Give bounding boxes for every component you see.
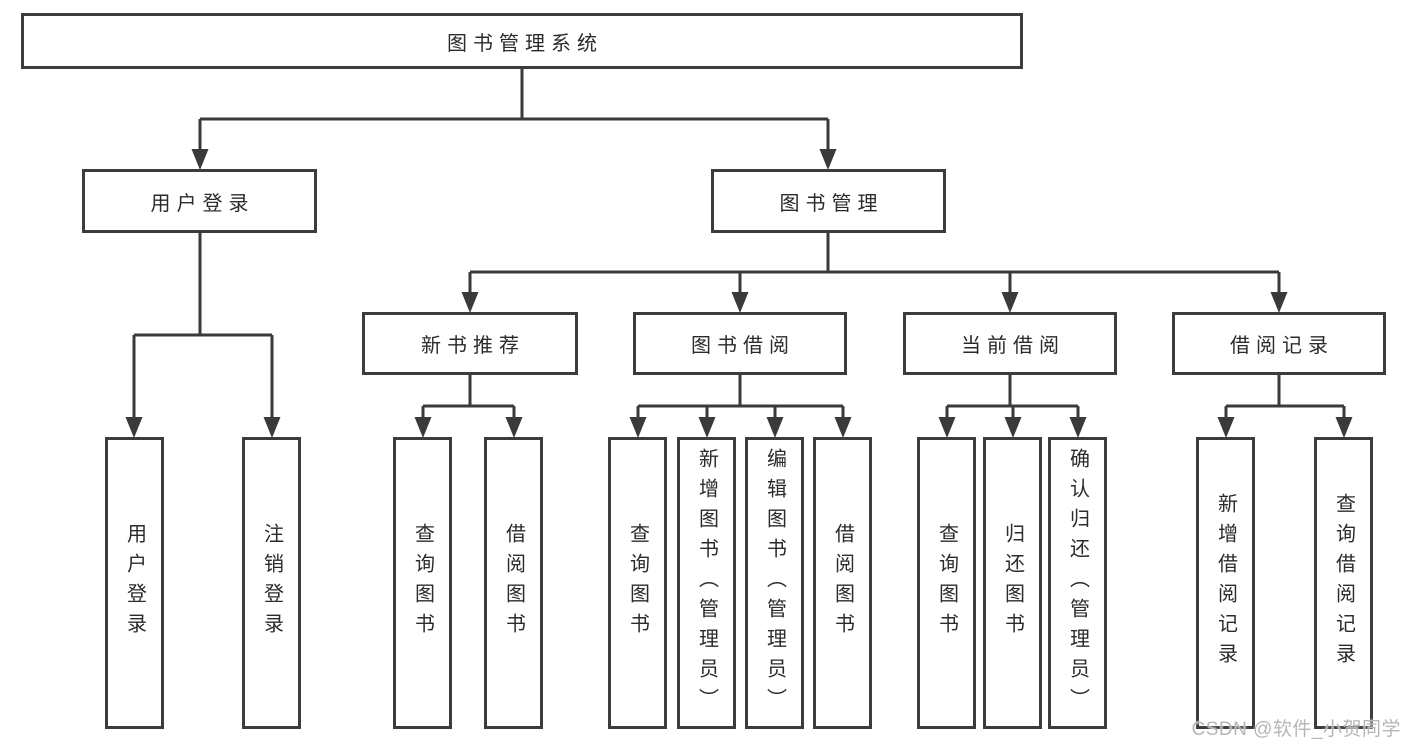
leaf-label: 新增图书（管理员） <box>695 448 718 718</box>
leaf-label: 借阅图书 <box>831 523 854 643</box>
leaf-label: 查询图书 <box>935 523 958 643</box>
leaf-borrow-books-recommend: 借阅图书 <box>484 437 543 729</box>
leaf-label: 借阅图书 <box>502 523 525 643</box>
leaf-confirm-return-admin: 确认归还（管理员） <box>1048 437 1107 729</box>
leaf-label: 注销登录 <box>260 523 283 643</box>
node-book-borrowing: 图书借阅 <box>633 312 847 375</box>
leaf-label: 确认归还（管理员） <box>1066 448 1089 718</box>
leaf-label: 新增借阅记录 <box>1214 493 1237 673</box>
node-current-borrowing: 当前借阅 <box>903 312 1117 375</box>
leaf-edit-book-admin: 编辑图书（管理员） <box>745 437 804 729</box>
leaf-query-borrow-record: 查询借阅记录 <box>1314 437 1373 729</box>
leaf-borrow-books: 借阅图书 <box>813 437 872 729</box>
leaf-label: 查询图书 <box>411 523 434 643</box>
leaf-query-books-borrowing: 查询图书 <box>608 437 667 729</box>
leaf-add-borrow-record: 新增借阅记录 <box>1196 437 1255 729</box>
leaf-label: 查询图书 <box>626 523 649 643</box>
leaf-logout: 注销登录 <box>242 437 301 729</box>
leaf-label: 编辑图书（管理员） <box>763 448 786 718</box>
node-root: 图书管理系统 <box>21 13 1023 69</box>
leaf-query-books-current: 查询图书 <box>917 437 976 729</box>
leaf-label: 查询借阅记录 <box>1332 493 1355 673</box>
leaf-return-book: 归还图书 <box>983 437 1042 729</box>
leaf-add-book-admin: 新增图书（管理员） <box>677 437 736 729</box>
leaf-query-books-recommend: 查询图书 <box>393 437 452 729</box>
leaf-label: 用户登录 <box>123 523 146 643</box>
leaf-user-login: 用户登录 <box>105 437 164 729</box>
node-book-management: 图书管理 <box>711 169 946 233</box>
node-new-book-recommend: 新书推荐 <box>362 312 578 375</box>
node-borrow-records: 借阅记录 <box>1172 312 1386 375</box>
node-user-login: 用户登录 <box>82 169 317 233</box>
watermark-text: CSDN @软件_小贺同学 <box>1191 719 1401 740</box>
leaf-label: 归还图书 <box>1001 523 1024 643</box>
